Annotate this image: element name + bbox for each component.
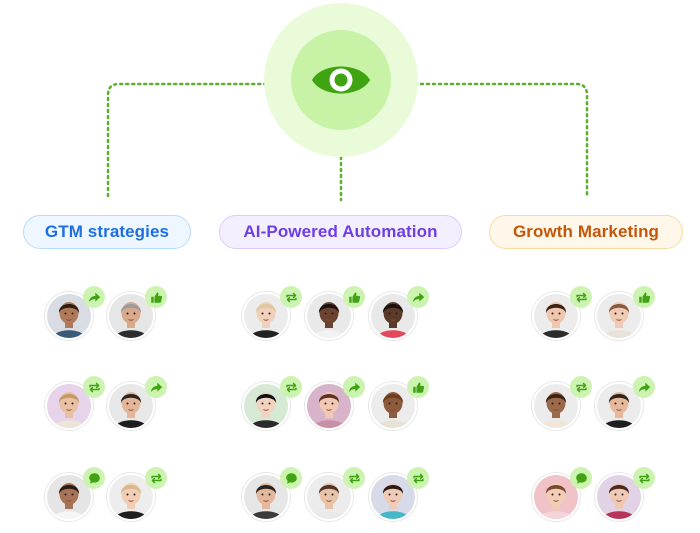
- avatar-person-18: [532, 376, 592, 432]
- avatar-person-7: [242, 286, 302, 342]
- avatar-person-13: [242, 467, 302, 523]
- category-pill-ai-powered-automation: AI-Powered Automation: [219, 215, 462, 249]
- repost-icon: [280, 376, 302, 398]
- portrait: [47, 294, 91, 338]
- avatar: [305, 382, 353, 430]
- avatar-person-3: [45, 376, 105, 432]
- avatar: [242, 292, 290, 340]
- thumbs-up-icon: [407, 376, 429, 398]
- hub: [264, 3, 418, 157]
- avatar-person-21: [595, 467, 655, 523]
- thumbs-up-icon: [343, 286, 365, 308]
- thumbs-up-icon: [633, 286, 655, 308]
- repost-icon: [83, 376, 105, 398]
- category-pill-growth-marketing: Growth Marketing: [489, 215, 683, 249]
- comment-icon: [570, 467, 592, 489]
- comment-icon: [83, 467, 105, 489]
- connector-right: [413, 82, 589, 198]
- portrait: [307, 384, 351, 428]
- repost-icon: [570, 286, 592, 308]
- share-icon: [145, 376, 167, 398]
- share-icon: [83, 286, 105, 308]
- avatar: [45, 292, 93, 340]
- share-icon: [633, 376, 655, 398]
- avatar-person-5: [45, 467, 105, 523]
- avatar-person-14: [305, 467, 365, 523]
- portrait: [109, 294, 153, 338]
- avatar-person-16: [532, 286, 592, 342]
- comment-icon: [280, 467, 302, 489]
- repost-icon: [407, 467, 429, 489]
- avatar-person-4: [107, 376, 167, 432]
- avatar-person-12: [369, 376, 429, 432]
- avatar-person-19: [595, 376, 655, 432]
- connector-left: [106, 82, 268, 198]
- avatar: [107, 292, 155, 340]
- avatar-person-9: [369, 286, 429, 342]
- repost-icon: [570, 376, 592, 398]
- thumbs-up-icon: [145, 286, 167, 308]
- share-icon: [343, 376, 365, 398]
- portrait: [244, 294, 288, 338]
- eye-icon: [312, 66, 370, 94]
- avatar-person-6: [107, 467, 167, 523]
- repost-icon: [280, 286, 302, 308]
- category-pill-gtm-strategies: GTM strategies: [23, 215, 191, 249]
- share-icon: [407, 286, 429, 308]
- avatar-person-1: [45, 286, 105, 342]
- repost-icon: [343, 467, 365, 489]
- avatar-person-20: [532, 467, 592, 523]
- avatar-person-15: [369, 467, 429, 523]
- avatar: [242, 382, 290, 430]
- repost-icon: [633, 467, 655, 489]
- avatar-person-17: [595, 286, 655, 342]
- avatar-person-11: [305, 376, 365, 432]
- repost-icon: [145, 467, 167, 489]
- avatar-person-10: [242, 376, 302, 432]
- hub-inner-circle: [291, 30, 391, 130]
- avatar-person-8: [305, 286, 365, 342]
- avatar-person-2: [107, 286, 167, 342]
